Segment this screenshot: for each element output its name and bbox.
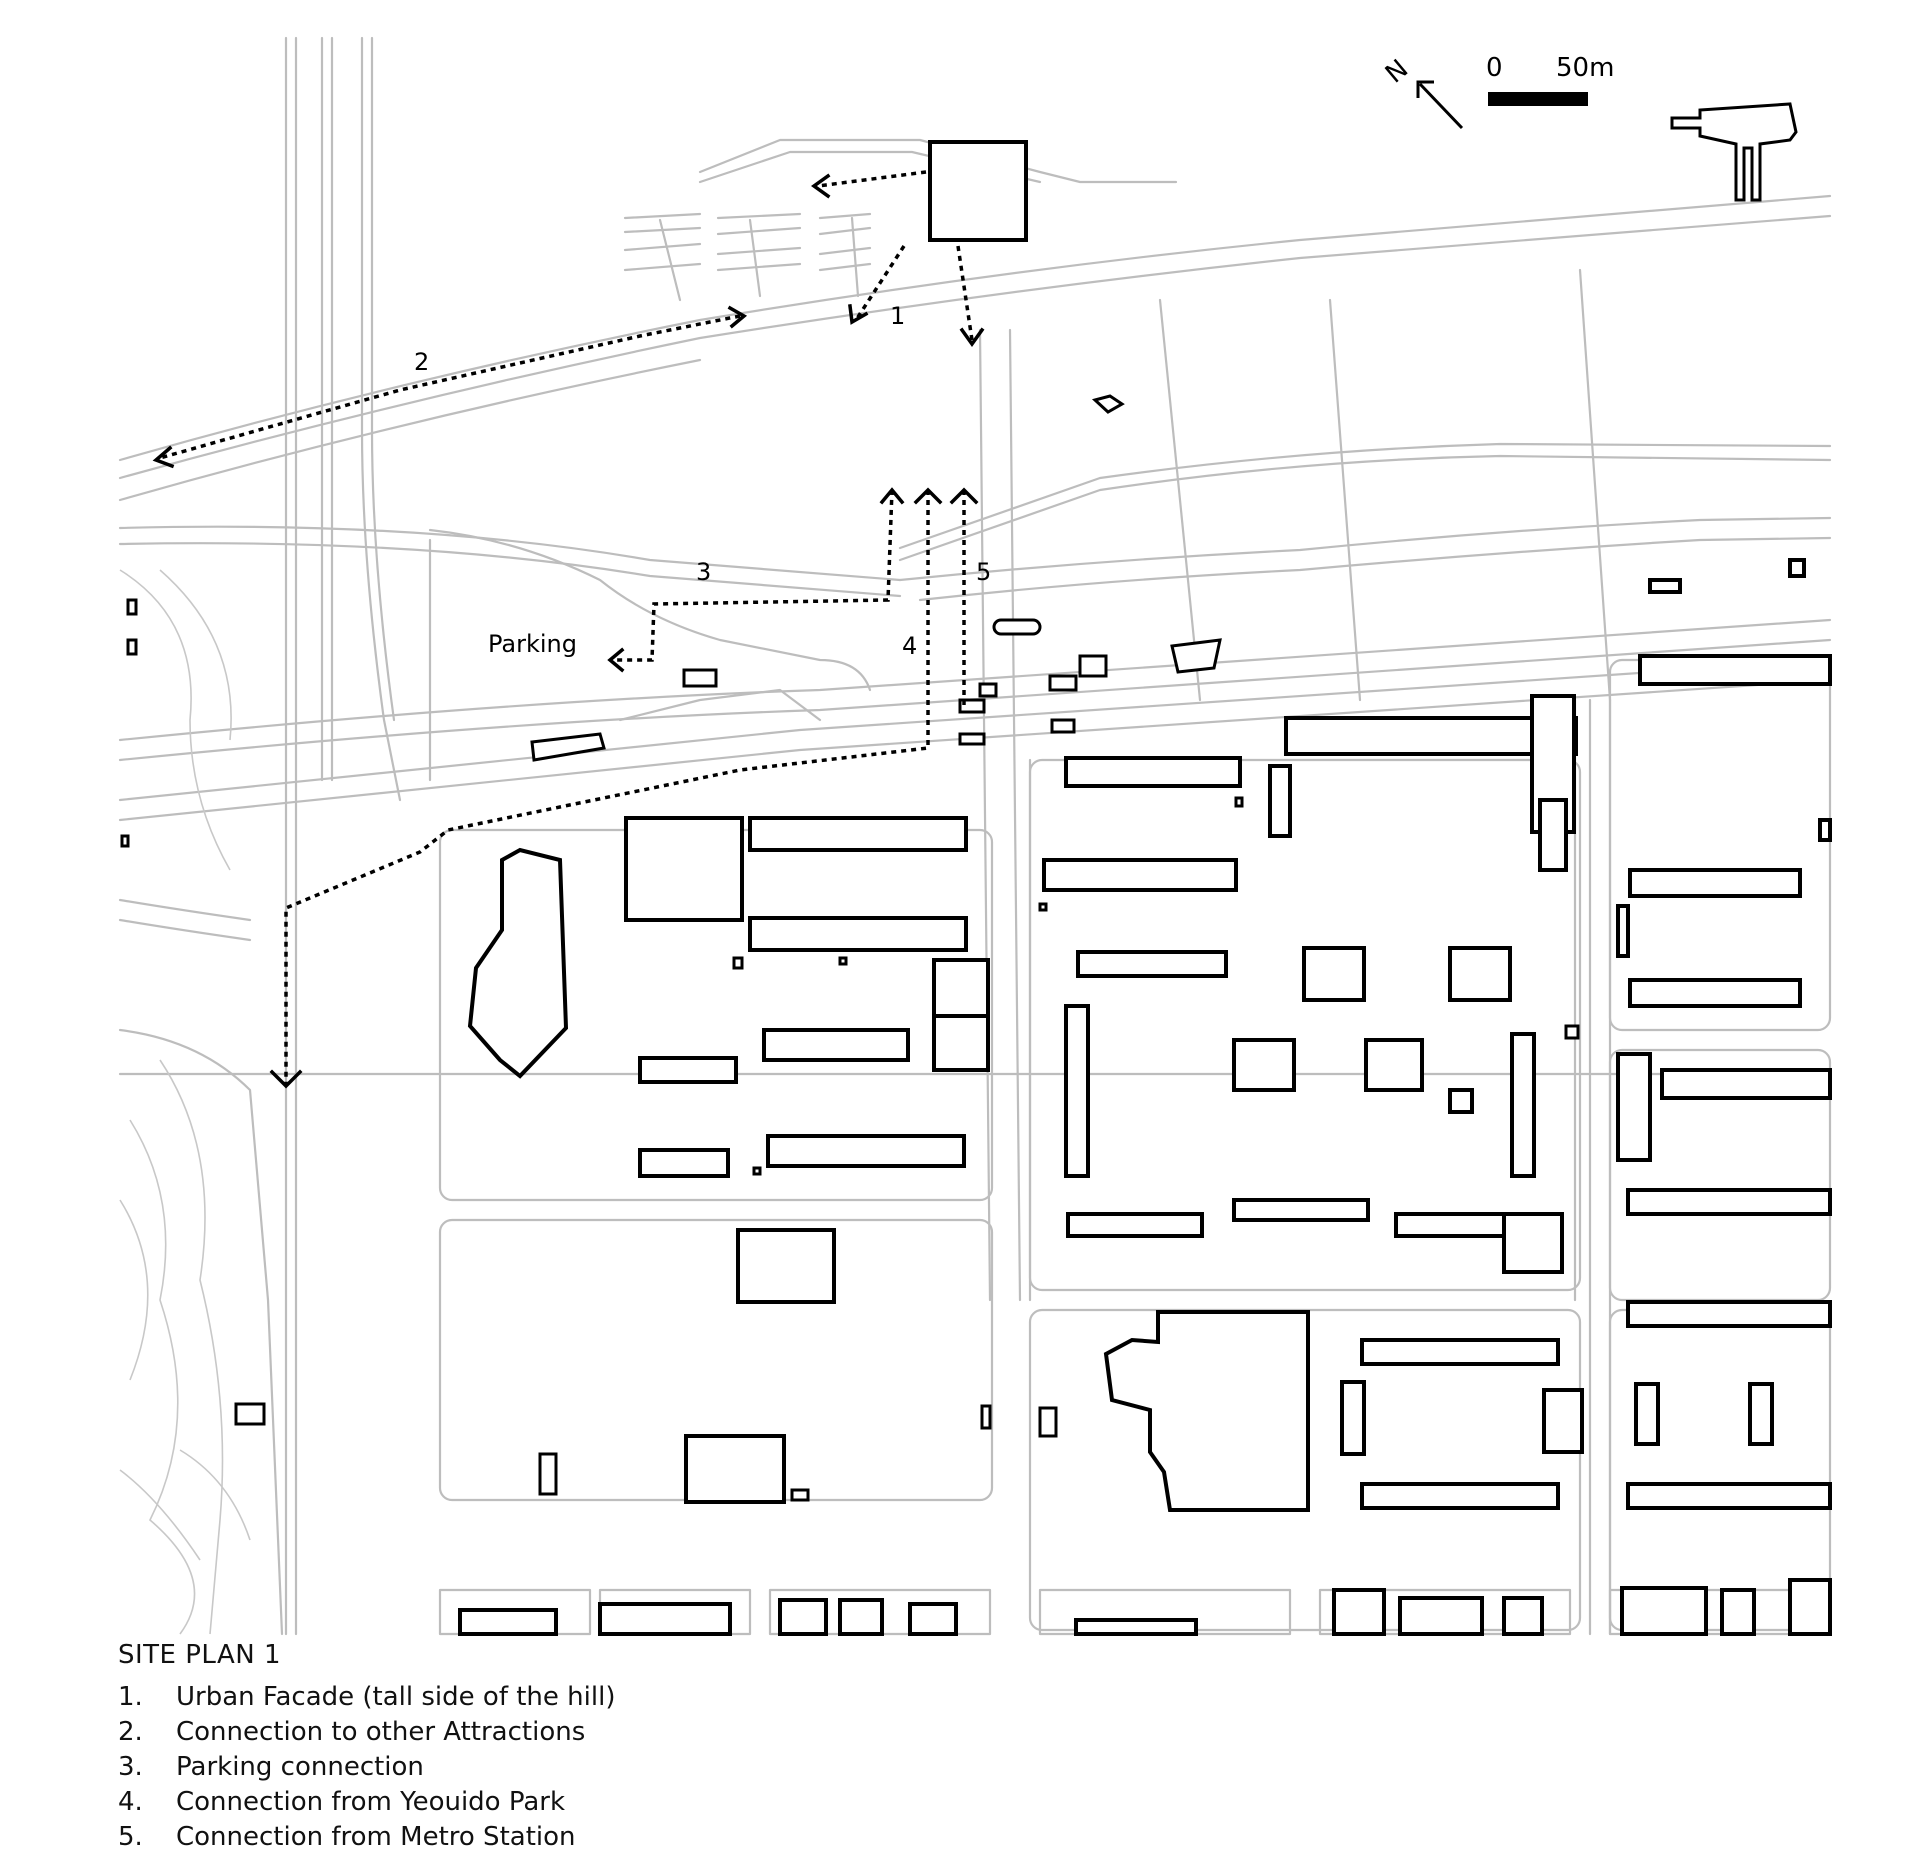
landmark-icon — [1670, 102, 1798, 202]
route-4 — [284, 490, 930, 1084]
route-3 — [614, 489, 894, 662]
legend-item-text: Connection to other Attractions — [176, 1717, 586, 1747]
scale-end-label: 50m — [1556, 53, 1614, 83]
route-1-river — [817, 170, 927, 188]
legend-item-text: Urban Facade (tall side of the hill) — [176, 1682, 616, 1712]
route-1-right — [956, 245, 974, 341]
route-label-5: 5 — [976, 558, 991, 586]
legend-item-text: Parking connection — [176, 1752, 424, 1782]
legend-item: 5. Connection from Metro Station — [118, 1820, 1018, 1855]
legend-item-text: Connection from Yeouido Park — [176, 1787, 566, 1817]
map-labels: 1 2 3 4 5 Parking — [414, 302, 991, 660]
legend-item-number: 4. — [118, 1787, 143, 1817]
north-label: N — [1380, 54, 1414, 89]
legend-title: SITE PLAN 1 — [118, 1640, 282, 1670]
route-1-left — [854, 245, 906, 321]
legend-item: 3. Parking connection — [118, 1750, 1018, 1785]
route-label-3: 3 — [696, 558, 711, 586]
route-label-1: 1 — [890, 302, 905, 330]
buildings — [120, 102, 1832, 1636]
legend: SITE PLAN 1 1. Urban Facade (tall side o… — [118, 1640, 1018, 1855]
legend-item-number: 1. — [118, 1682, 143, 1712]
legend-item: 4. Connection from Yeouido Park — [118, 1785, 1018, 1820]
route-label-2: 2 — [414, 348, 429, 376]
parking-label: Parking — [488, 630, 577, 658]
north-arrow-icon: N — [1380, 54, 1464, 130]
legend-item-number: 5. — [118, 1822, 143, 1852]
scale-start-label: 0 — [1486, 53, 1503, 83]
legend-item-number: 2. — [118, 1717, 143, 1747]
legend-item: 1. Urban Facade (tall side of the hill) — [118, 1680, 1018, 1715]
route-2 — [159, 314, 741, 460]
legend-item-number: 3. — [118, 1752, 143, 1782]
legend-item-text: Connection from Metro Station — [176, 1822, 576, 1852]
scale-bar: 0 50m — [1486, 53, 1614, 106]
routes — [152, 170, 985, 1089]
route-label-4: 4 — [902, 632, 917, 660]
feature-building — [928, 140, 1028, 242]
legend-item: 2. Connection to other Attractions — [118, 1715, 1018, 1750]
